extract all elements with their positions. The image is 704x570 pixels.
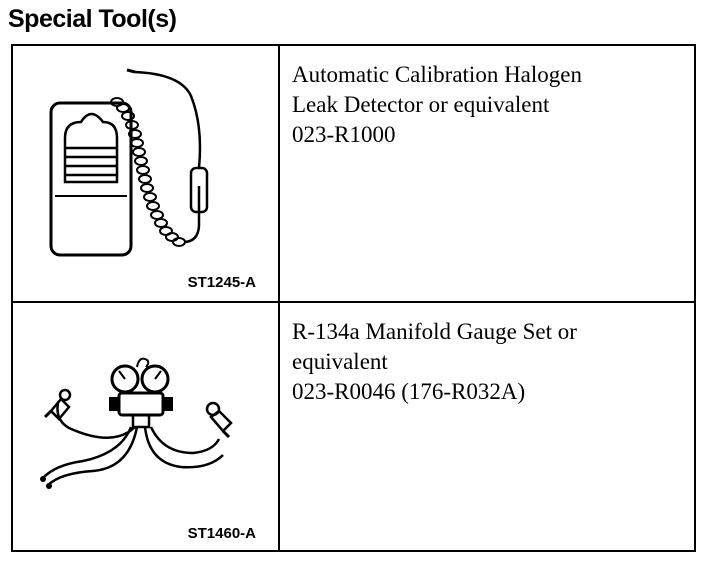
manifold-gauge-set-icon: [40, 357, 233, 489]
tool-name-line: equivalent: [292, 349, 388, 374]
page-title: Special Tool(s): [8, 5, 177, 33]
table-row: ST1245-A Automatic Calibration Halogen L…: [13, 46, 694, 303]
tool-image-cell: ST1460-A: [13, 303, 280, 552]
tool-image-cell: ST1245-A: [13, 46, 280, 301]
halogen-leak-detector-icon: [49, 68, 209, 257]
tool-part-number: 023-R1000: [292, 122, 396, 147]
tool-name-line: R-134a Manifold Gauge Set or: [292, 319, 577, 344]
figure-label: ST1460-A: [187, 525, 256, 542]
tool-description-cell: Automatic Calibration Halogen Leak Detec…: [280, 46, 694, 301]
tool-name-line: Leak Detector or equivalent: [292, 92, 550, 117]
tool-description-cell: R-134a Manifold Gauge Set or equivalent …: [280, 303, 694, 552]
figure-label: ST1245-A: [187, 274, 256, 291]
table-row: ST1460-A R-134a Manifold Gauge Set or eq…: [13, 303, 694, 552]
tool-name-line: Automatic Calibration Halogen: [292, 62, 582, 87]
tool-part-number: 023-R0046 (176-R032A): [292, 379, 526, 404]
special-tools-table: ST1245-A Automatic Calibration Halogen L…: [11, 44, 696, 552]
